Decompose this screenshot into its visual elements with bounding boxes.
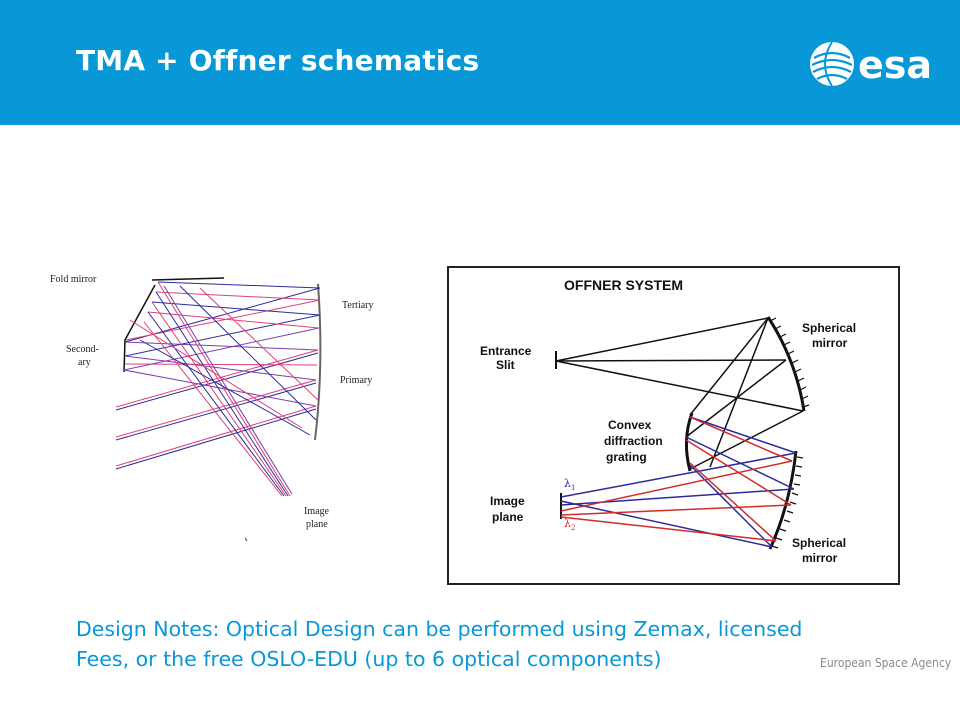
image-plane-marker	[244, 537, 248, 542]
label-entrance-line2: Slit	[496, 358, 515, 372]
spherical-mirror-top	[766, 316, 810, 412]
fold-mirror	[151, 277, 225, 281]
tma-labels: Fold mirror Second- ary Tertiary Primary…	[50, 274, 374, 530]
label-lambda-2: λ2	[564, 517, 575, 532]
label-tertiary: Tertiary	[342, 300, 374, 311]
label-spherical-bottom-line1: Spherical	[792, 536, 846, 550]
label-grating-line3: grating	[606, 450, 647, 464]
secondary-mirror	[123, 284, 156, 373]
tma-primary-to-secondary	[123, 341, 319, 407]
offner-diagram: OFFNER SYSTEM	[447, 266, 900, 585]
label-spherical-bottom-line2: mirror	[802, 551, 838, 565]
design-notes-line1: Design Notes: Optical Design can be perf…	[76, 617, 803, 641]
label-image-line2: plane	[306, 519, 328, 530]
esa-logo: esa	[810, 41, 932, 87]
offner-title: OFFNER SYSTEM	[564, 277, 683, 293]
tma-diagram: Fold mirror Second- ary Tertiary Primary…	[50, 274, 374, 542]
label-secondary-line1: Second-	[66, 344, 99, 355]
offner-red-rays	[560, 416, 793, 542]
label-grating-line2: diffraction	[604, 434, 663, 448]
label-fold-mirror: Fold mirror	[50, 274, 97, 285]
tma-rays	[115, 281, 321, 497]
offner-frame	[447, 266, 900, 585]
tma-mirrors	[123, 277, 322, 542]
offner-labels: Entrance Slit Spherical mirror Convex di…	[480, 321, 856, 565]
label-secondary-line2: ary	[78, 357, 91, 368]
label-image-plane-line1: Image	[490, 494, 525, 508]
label-image-line1: Image	[304, 506, 330, 517]
label-spherical-top-line2: mirror	[812, 336, 848, 350]
tertiary-primary-mirror	[314, 283, 322, 441]
label-grating-line1: Convex	[608, 418, 652, 432]
offner-black-rays	[555, 317, 804, 470]
tma-secondary-to-tertiary	[123, 287, 321, 371]
header-bar	[0, 0, 960, 125]
esa-logo-text: esa	[858, 43, 932, 87]
tma-cross-rays	[129, 285, 319, 436]
label-image-plane-line2: plane	[492, 510, 524, 524]
esa-globe-icon	[810, 41, 854, 87]
label-entrance-line1: Entrance	[480, 344, 532, 358]
design-notes: Design Notes: Optical Design can be perf…	[76, 614, 946, 674]
label-primary: Primary	[340, 375, 372, 386]
label-spherical-top-line1: Spherical	[802, 321, 856, 335]
design-notes-line2: Fees, or the free OSLO-EDU (up to 6 opti…	[76, 647, 662, 671]
slide-title: TMA + Offner schematics	[76, 44, 480, 77]
label-lambda-1: λ1	[564, 477, 575, 492]
footer-agency-name: European Space Agency	[820, 656, 952, 670]
tma-fold-to-image	[143, 281, 293, 497]
